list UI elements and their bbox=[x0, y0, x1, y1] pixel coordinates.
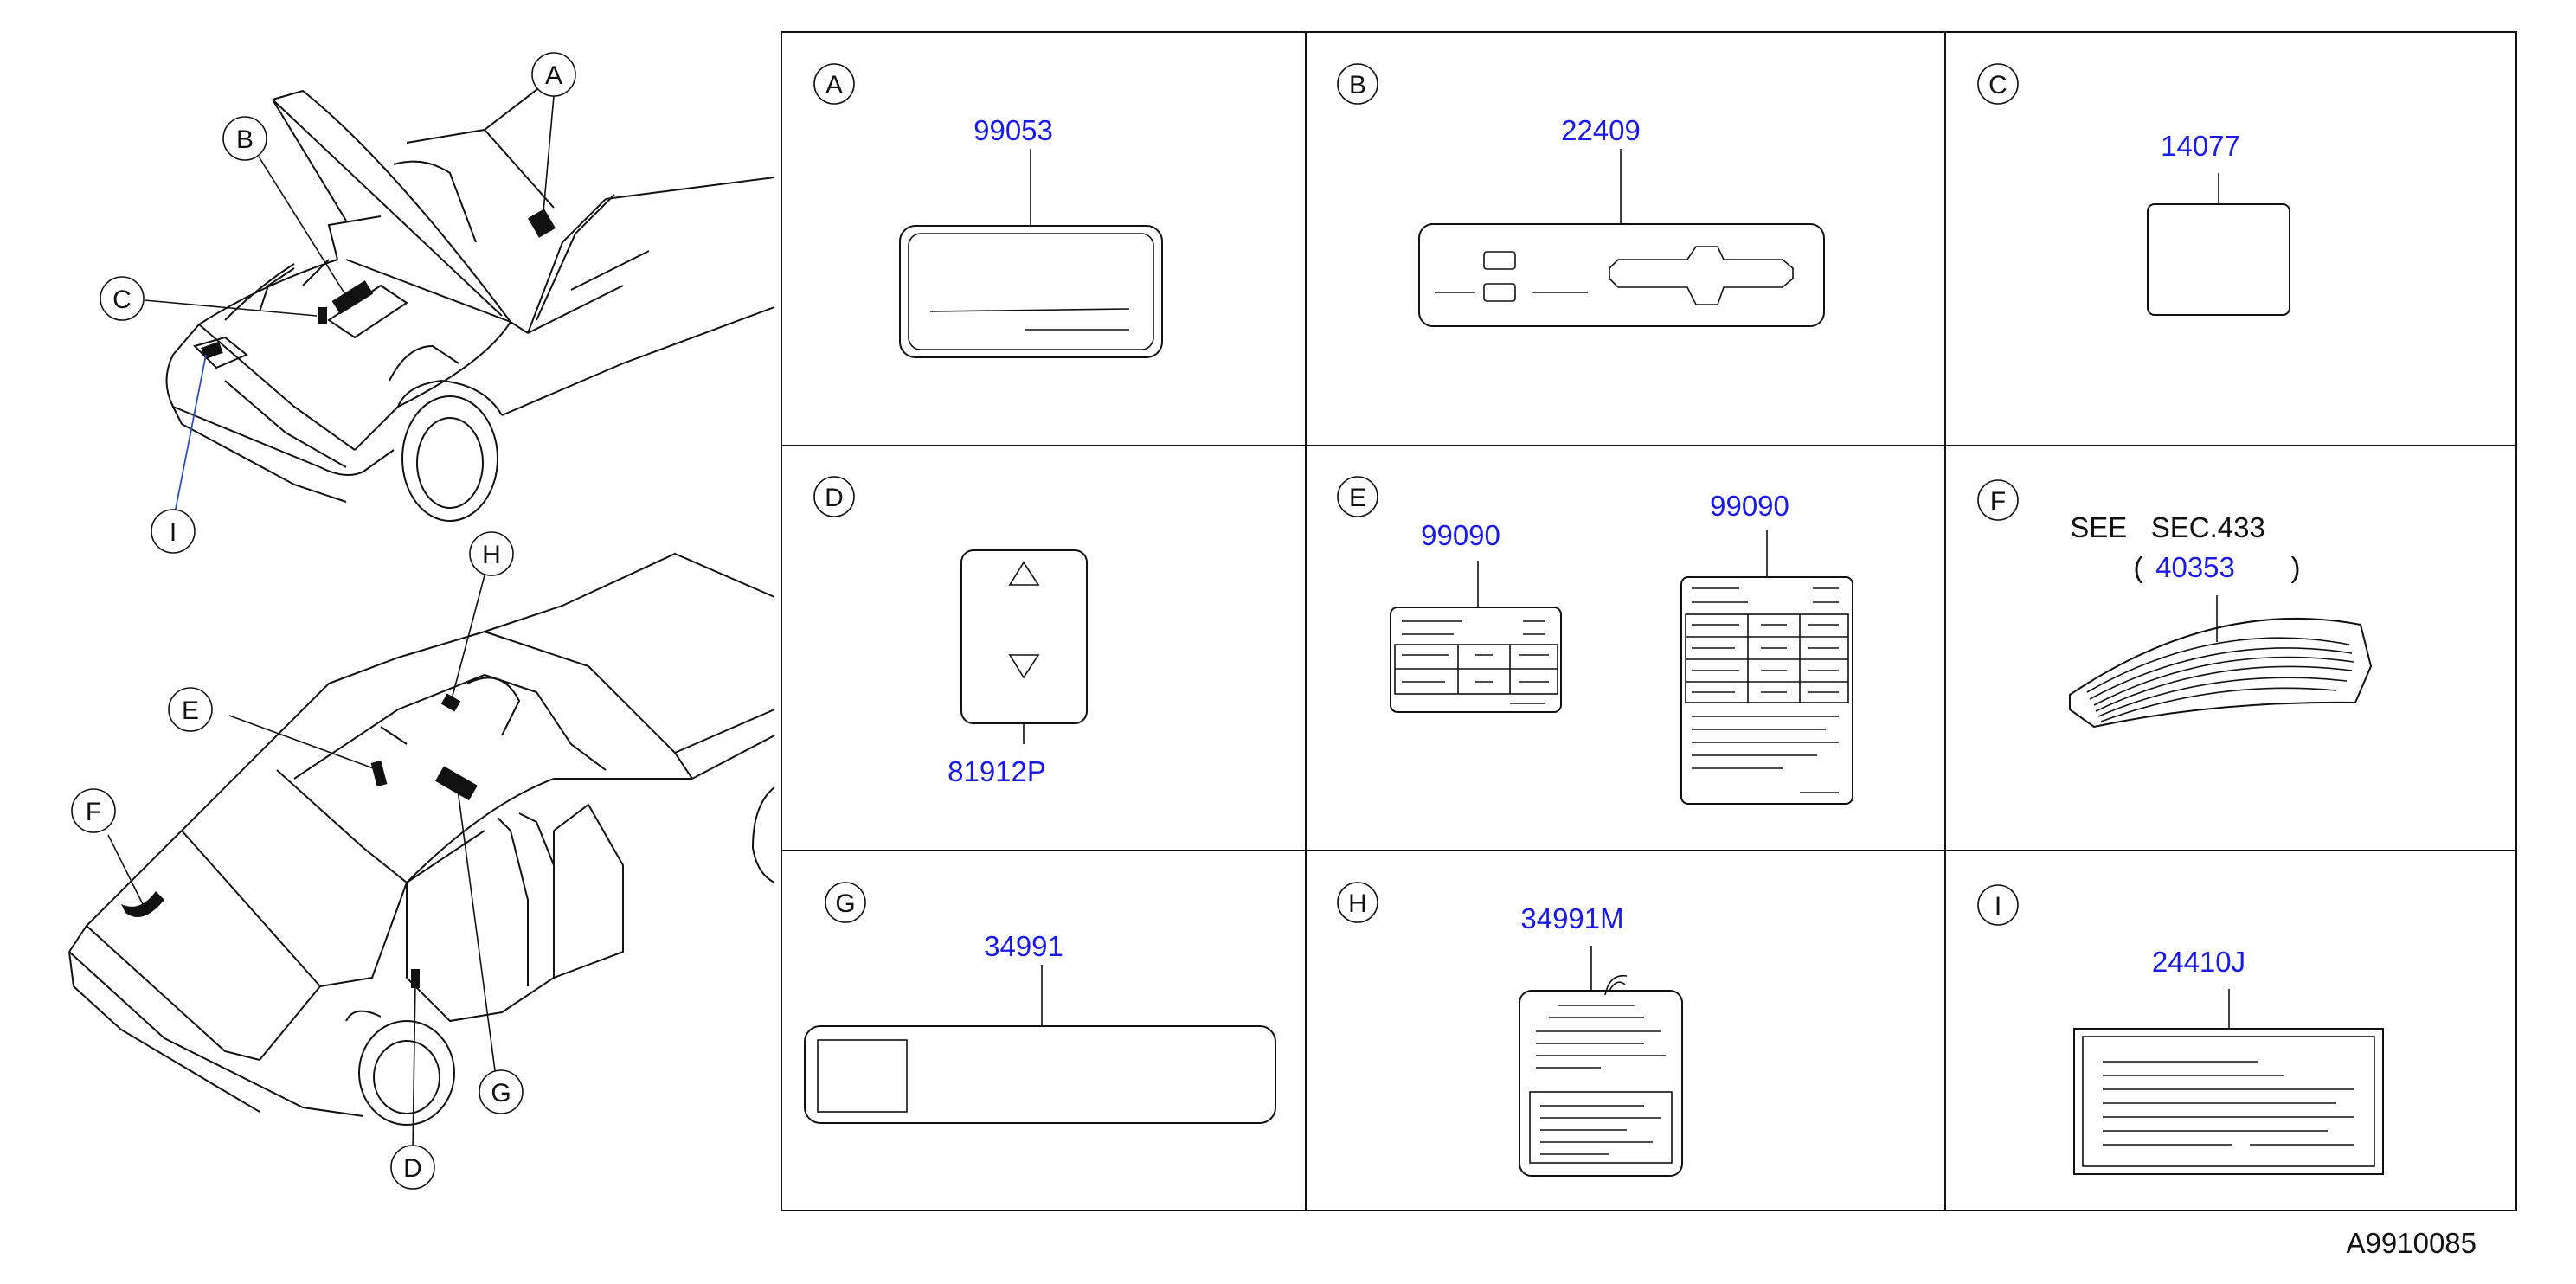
panel-letter: D bbox=[825, 484, 844, 512]
part-number-1: 99090 bbox=[1421, 519, 1500, 551]
panel-D: D 81912P bbox=[813, 476, 1088, 787]
panel-A: A 99053 bbox=[813, 63, 1163, 358]
paren-close: ) bbox=[2291, 551, 2301, 583]
panel-E: E 99090 99090 bbox=[1337, 476, 1853, 805]
part-number: 99053 bbox=[973, 114, 1053, 146]
callout-A: A bbox=[531, 52, 576, 97]
callout-G: G bbox=[479, 1069, 524, 1114]
svg-text:H: H bbox=[482, 541, 501, 569]
rear-car-illustration bbox=[68, 552, 775, 1152]
part-number: 24410J bbox=[2152, 946, 2245, 978]
diagram-id: A9910085 bbox=[2347, 1227, 2476, 1259]
panel-letter: I bbox=[1995, 892, 2001, 921]
panel-C: C 14077 bbox=[1977, 63, 2290, 316]
panel-letter: H bbox=[1348, 889, 1367, 918]
see-section-note: SEE SEC.433 bbox=[2070, 511, 2265, 543]
callout-I: I bbox=[151, 509, 196, 554]
svg-text:A: A bbox=[545, 61, 562, 90]
paren-open: ( bbox=[2134, 551, 2143, 583]
svg-text:D: D bbox=[403, 1154, 422, 1183]
callout-F: F bbox=[71, 788, 116, 833]
svg-text:C: C bbox=[112, 286, 132, 314]
label-grid bbox=[781, 31, 2517, 1211]
callout-H: H bbox=[469, 531, 514, 576]
panel-H: H 34991M bbox=[1337, 882, 1683, 1177]
front-car-illustration bbox=[144, 86, 775, 522]
part-number: 81912P bbox=[948, 755, 1046, 787]
svg-text:E: E bbox=[182, 697, 199, 725]
panel-letter: B bbox=[1349, 71, 1366, 100]
callout-E: E bbox=[168, 687, 213, 732]
panel-letter: E bbox=[1349, 484, 1366, 512]
svg-text:G: G bbox=[491, 1079, 511, 1107]
svg-text:F: F bbox=[86, 798, 101, 826]
part-number-2: 99090 bbox=[1710, 490, 1789, 522]
callout-B: B bbox=[222, 116, 267, 161]
callout-C: C bbox=[100, 276, 145, 321]
part-number: 34991M bbox=[1520, 902, 1623, 934]
panel-G: G 34991 bbox=[804, 882, 1276, 1124]
panel-letter: G bbox=[835, 889, 855, 918]
svg-text:I: I bbox=[170, 518, 177, 547]
part-number: 40353 bbox=[2155, 551, 2235, 583]
callout-D: D bbox=[390, 1145, 435, 1190]
panel-F: F SEE SEC.433 ( 40353 ) bbox=[1977, 479, 2373, 729]
panel-letter: F bbox=[1990, 487, 2006, 516]
panel-letter: C bbox=[1988, 71, 2007, 100]
panel-B: B 22409 bbox=[1337, 63, 1825, 327]
part-number: 14077 bbox=[2161, 130, 2240, 162]
panel-I: I 24410J bbox=[1977, 884, 2384, 1175]
part-number: 34991 bbox=[984, 930, 1063, 962]
panel-letter: A bbox=[825, 71, 843, 100]
part-number: 22409 bbox=[1561, 114, 1641, 146]
svg-text:B: B bbox=[236, 125, 254, 154]
